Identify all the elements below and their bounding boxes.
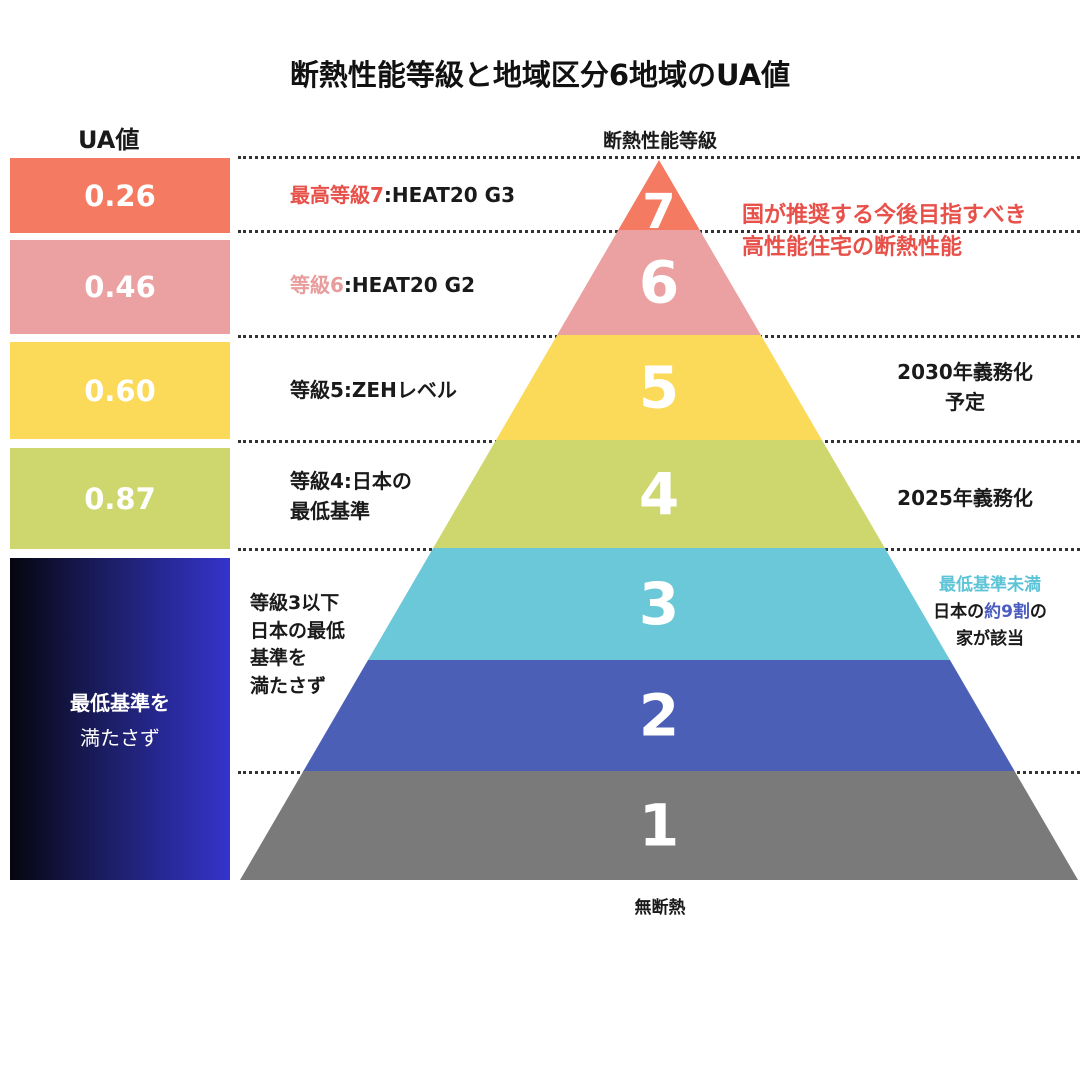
ua-value-grade5: 0.60	[84, 373, 156, 408]
ua-value-box-grade7: 0.26	[10, 158, 230, 233]
label-grade3-line3: 基準を	[250, 647, 308, 670]
ua-value-grade4: 0.87	[84, 481, 156, 516]
separator-top	[238, 156, 1080, 159]
ua-header: UA値	[78, 126, 140, 154]
pyramid-number-grade7: 7	[642, 184, 675, 240]
grade5-mandate-note: 2030年義務化 予定	[880, 357, 1050, 417]
ua-value-box-grade5: 0.60	[10, 342, 230, 439]
label-grade7-name: 最高等級7	[290, 183, 384, 207]
pyramid-band-grade7	[618, 160, 700, 230]
pyramid-number-grade1: 1	[639, 792, 679, 860]
label-grade6-name: 等級6	[290, 273, 344, 297]
ninety-percent-highlight: 約9割	[984, 602, 1030, 623]
label-grade3-line1: 等級3以下	[250, 592, 340, 614]
pyramid-header: 断熱性能等級	[602, 130, 717, 152]
ua-below-line2: 満たさず	[80, 726, 160, 750]
pyramid-number-grade4: 4	[639, 460, 679, 528]
pyramid-band-grade6	[557, 230, 761, 335]
ua-value-box-grade4: 0.87	[10, 448, 230, 549]
recommendation-note: 国が推奨する今後目指すべき 高性能住宅の断熱性能	[742, 200, 1026, 264]
ua-value-grade7: 0.26	[84, 178, 156, 213]
label-grade7-standard: :HEAT20 G3	[383, 183, 516, 207]
ua-value-grade6: 0.46	[84, 270, 156, 304]
label-grade6: 等級6:HEAT20 G2	[290, 270, 475, 300]
pyramid-number-grade6: 6	[639, 249, 679, 317]
recommendation-line2: 高性能住宅の断熱性能	[742, 234, 963, 260]
label-grade3-below: 等級3以下 日本の最低 基準を 満たさず	[250, 590, 345, 700]
grade3-note-line2: 日本の約9割の	[933, 602, 1047, 623]
label-grade7: 最高等級7:HEAT20 G3	[290, 180, 515, 210]
pyramid-band-grade3	[368, 548, 950, 660]
recommendation-line1: 国が推奨する今後目指すべき	[742, 203, 1027, 228]
ua-value-box-grade6: 0.46	[10, 240, 230, 334]
pyramid-number-grade3: 3	[639, 570, 679, 638]
grade3-note-line3: 家が該当	[956, 629, 1024, 650]
pyramid-band-grade2	[303, 660, 1015, 771]
grade5-mandate-line1: 2030年義務化	[897, 360, 1033, 384]
pyramid-number-grade2: 2	[639, 682, 679, 750]
ua-below-line1: 最低基準を	[70, 691, 170, 715]
pyramid-number-grade5: 5	[639, 354, 679, 422]
pyramid-band-grade5	[496, 335, 822, 440]
grade3-note: 最低基準未満 日本の約9割の 家が該当	[928, 572, 1052, 654]
pyramid-band-grade1	[240, 771, 1078, 880]
label-grade3-line4: 満たさず	[250, 674, 327, 697]
ua-below-minimum-box: 最低基準を 満たさず	[10, 558, 230, 880]
pyramid-band-grade4	[433, 440, 885, 548]
grade4-mandate-note: 2025年義務化	[897, 486, 1033, 510]
grade5-mandate-line2: 予定	[945, 390, 985, 414]
label-grade4-line2: 最低基準	[290, 499, 370, 523]
grade3-note-line1: 最低基準未満	[939, 575, 1041, 595]
label-grade4-line1: 等級4:日本の	[290, 469, 412, 493]
label-grade6-standard: :HEAT20 G2	[343, 273, 476, 297]
label-grade5: 等級5:ZEHレベル	[290, 378, 457, 402]
no-insulation-label: 無断熱	[634, 898, 686, 918]
label-grade3-line2: 日本の最低	[250, 619, 346, 642]
page-title: 断熱性能等級と地域区分6地域のUA値	[289, 58, 791, 92]
label-grade4: 等級4:日本の 最低基準	[290, 466, 412, 526]
